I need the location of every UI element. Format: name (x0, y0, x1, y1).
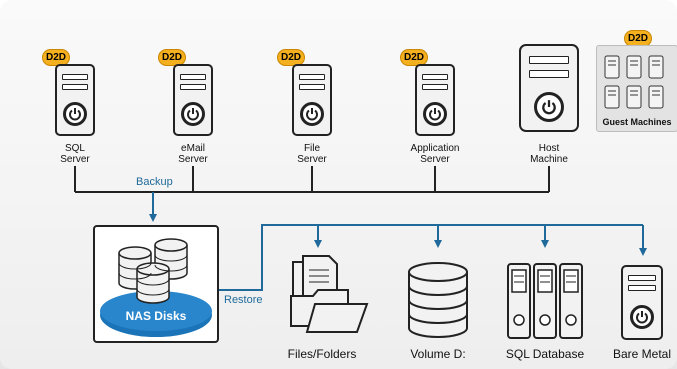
restore-lines (219, 224, 643, 291)
volume-disk-icon (408, 262, 468, 338)
bare-metal-server-icon (621, 265, 663, 340)
files-folders-label: Files/Folders (287, 347, 357, 361)
power-icon (300, 102, 324, 126)
power-icon (181, 102, 205, 126)
nas-disks-icon (100, 238, 212, 337)
nas-label: NAS Disks (125, 309, 187, 323)
guest-machines-label: Guest Machines (602, 117, 672, 127)
d2d-badge: D2D (277, 49, 305, 66)
power-icon (423, 102, 447, 126)
d2d-badge: D2D (400, 49, 428, 66)
d2d-badge: D2D (158, 49, 186, 66)
power-icon (534, 92, 564, 122)
server-tower-icon (173, 64, 213, 136)
host-tower-icon (519, 44, 579, 132)
files-folders-icon (290, 255, 369, 333)
guest-machines-panel: Guest Machines (596, 45, 677, 132)
server-tower-icon (55, 64, 95, 136)
bare-metal-label: Bare Metal (612, 347, 672, 361)
restore-label: Restore (224, 294, 263, 306)
sql-database-icon (507, 263, 583, 339)
nas-disks-box: NAS Disks (93, 225, 219, 343)
power-icon (63, 102, 87, 126)
power-icon (630, 305, 654, 329)
guest-vm-icons (604, 55, 664, 109)
server-tower-icon (415, 64, 455, 136)
backup-label: Backup (136, 176, 173, 188)
sql-database-label: SQL Database (505, 347, 585, 361)
server-tower-icon (292, 64, 332, 136)
volume-label: Volume D: (410, 347, 466, 361)
